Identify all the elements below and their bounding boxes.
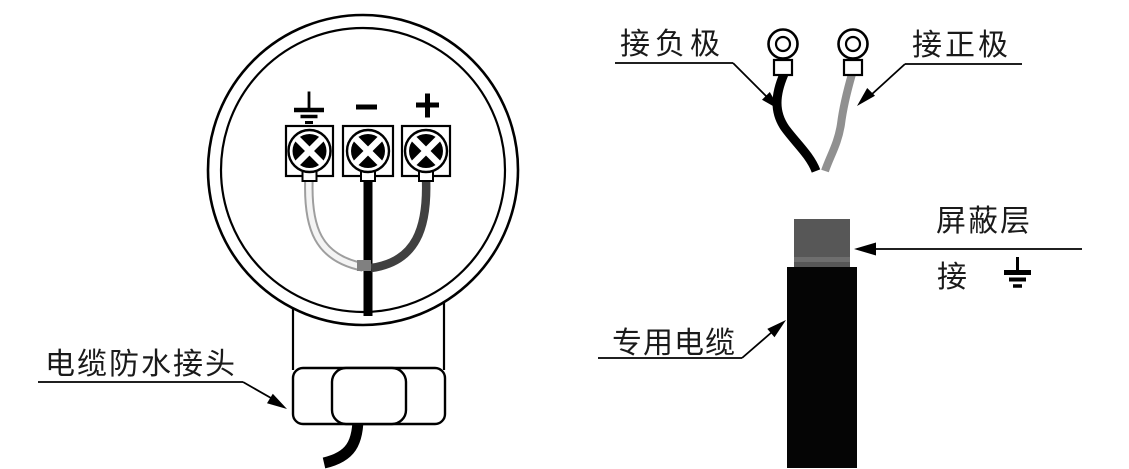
cable-leader-line bbox=[741, 331, 773, 359]
negative-leader-line bbox=[732, 62, 768, 98]
shield-arrowhead-icon bbox=[854, 242, 876, 256]
negative-lead-wire bbox=[772, 72, 821, 173]
positive-leader-line bbox=[870, 63, 906, 96]
gland-leader-line bbox=[242, 381, 272, 399]
negative-label: 接负极 bbox=[620, 28, 725, 61]
wire-junction bbox=[357, 260, 371, 271]
positive-arrowhead-icon bbox=[857, 88, 875, 106]
negative-callout: 接负极 bbox=[615, 28, 780, 110]
cable-callout: 专用电缆 bbox=[598, 320, 786, 360]
cable-body bbox=[787, 267, 857, 468]
cable-gland-nut bbox=[330, 366, 408, 426]
shield-connect-label: 接 bbox=[937, 261, 967, 294]
gland-callout: 电缆防水接头 bbox=[38, 348, 287, 409]
shield-label: 屏蔽层 bbox=[936, 205, 1032, 238]
positive-lead-wire bbox=[821, 72, 856, 173]
cable-end-figure: 接负极 接正极 屏蔽层 接 专用电缆 bbox=[598, 28, 1082, 468]
negative-ring-lug bbox=[767, 28, 799, 77]
plus-symbol-icon bbox=[416, 93, 439, 118]
positive-callout: 接正极 bbox=[857, 29, 1022, 106]
ground-symbol-icon bbox=[294, 91, 324, 124]
negative-arrowhead-icon bbox=[762, 92, 780, 110]
shield-callout: 屏蔽层 接 bbox=[854, 205, 1082, 294]
terminal-ground bbox=[284, 124, 335, 182]
ground-wire-core bbox=[306, 177, 364, 270]
transmitter-head-figure: 电缆防水接头 bbox=[38, 13, 520, 469]
shield-layer-stripe bbox=[794, 257, 850, 262]
cable-arrowhead-icon bbox=[767, 320, 786, 338]
plus-wire bbox=[370, 177, 431, 273]
positive-ring-lug bbox=[837, 28, 869, 77]
terminal-plus bbox=[400, 124, 452, 182]
terminal-minus bbox=[341, 124, 395, 182]
cable-label: 专用电缆 bbox=[612, 327, 736, 360]
case-inner-circle bbox=[219, 26, 507, 314]
gland-arrowhead-icon bbox=[267, 393, 287, 409]
case-outer-circle bbox=[206, 13, 520, 327]
shield-ground-symbol-icon bbox=[1004, 257, 1031, 288]
positive-label: 接正极 bbox=[912, 29, 1011, 62]
gland-label: 电缆防水接头 bbox=[45, 348, 237, 381]
